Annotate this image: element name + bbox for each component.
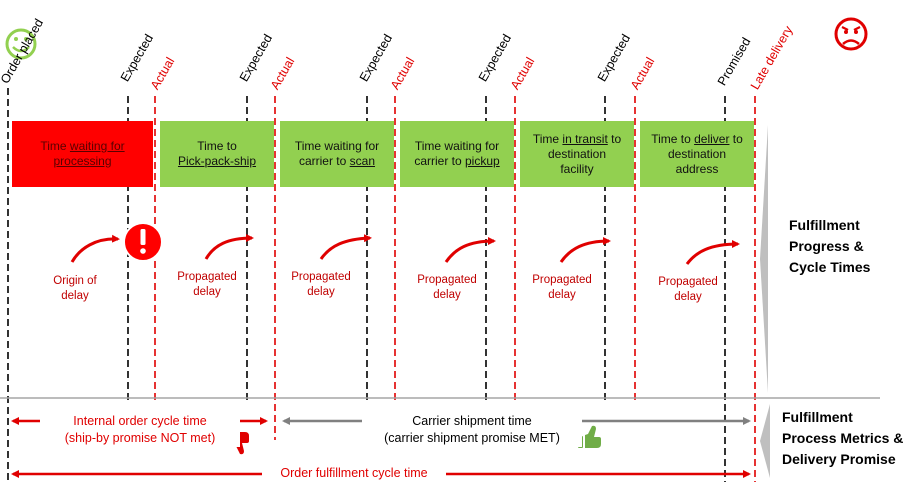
progress-side-label: Fulfillment Progress & Cycle Times xyxy=(789,217,871,275)
propagated-delay-label-1: Propagated delay xyxy=(177,271,237,298)
propagated-delay-label-3: Propagated delay xyxy=(417,274,477,301)
delay-arrow-origin xyxy=(70,234,120,263)
smiley-happy-icon xyxy=(5,28,37,60)
delay-arrow-4 xyxy=(444,237,496,263)
carrier-time-label: Carrier shipment time (carrier shipment … xyxy=(362,413,582,447)
alert-icon xyxy=(123,222,163,262)
order-cycle-label: Order fulfillment cycle time xyxy=(262,465,446,482)
origin-of-delay-label: Origin of delay xyxy=(53,275,97,302)
stage-waiting-pickup: Time waiting for carrier to pickup xyxy=(400,121,514,187)
progress-bracket xyxy=(760,125,768,393)
stage-pick-pack-ship: Time to Pick-pack-ship xyxy=(160,121,274,187)
propagated-delay-label-2: Propagated delay xyxy=(291,271,351,298)
metrics-side-label: Fulfillment Process Metrics & Delivery P… xyxy=(782,409,904,467)
propagated-delay-label-5: Propagated delay xyxy=(658,276,718,303)
delay-arrow-5 xyxy=(559,237,611,263)
delay-arrow-6 xyxy=(685,240,740,265)
internal-cycle-label: Internal order cycle time (ship-by promi… xyxy=(40,413,240,447)
delay-arrow-3 xyxy=(319,234,372,260)
stage-deliver: Time to deliver to destination address xyxy=(640,121,754,187)
stage-in-transit: Time in transit to destination facility xyxy=(520,121,634,187)
stage-waiting-processing: Time waiting for processing xyxy=(12,121,153,187)
stage-waiting-scan: Time waiting for carrier to scan xyxy=(280,121,394,187)
metrics-bracket xyxy=(760,404,770,478)
smiley-sad-icon xyxy=(834,17,868,51)
delay-arrows xyxy=(70,234,740,265)
actual-lines xyxy=(154,96,756,482)
propagated-delay-label-4: Propagated delay xyxy=(532,274,592,301)
delay-arrow-2 xyxy=(204,234,254,260)
